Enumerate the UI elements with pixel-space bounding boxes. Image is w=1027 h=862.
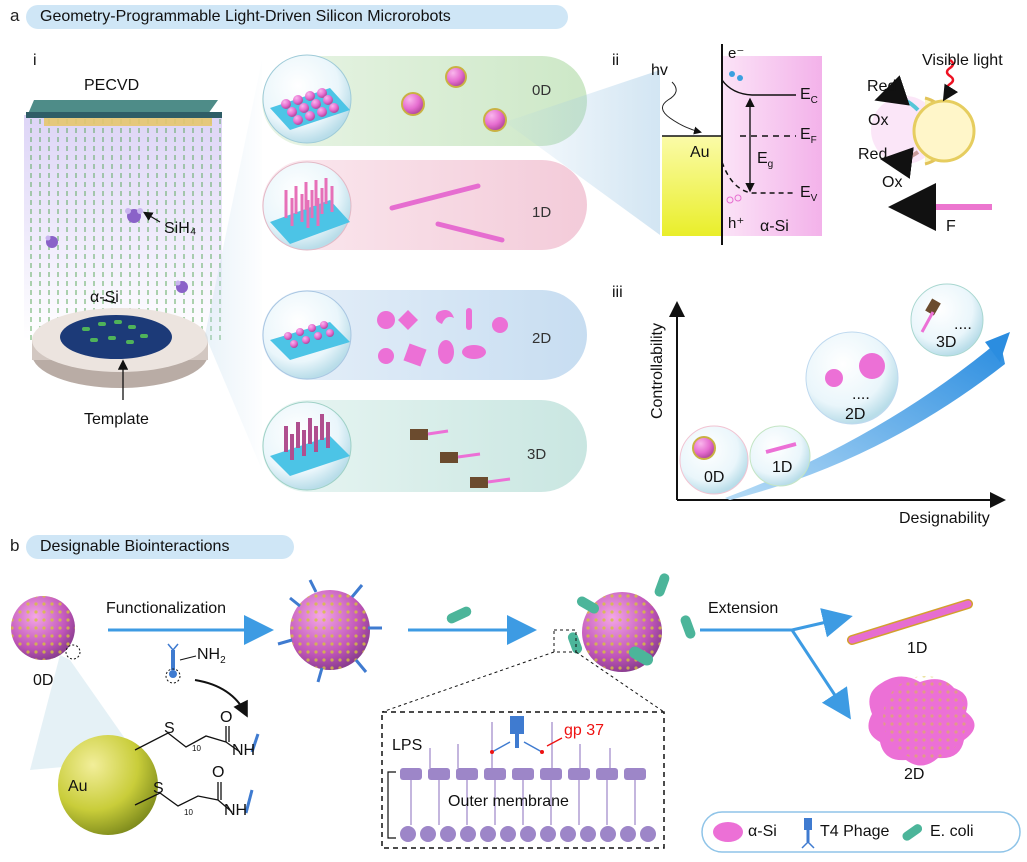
ev-label: EV xyxy=(800,184,818,205)
asi-layer-label: α-Si xyxy=(760,218,789,235)
nh2-label: NH2 xyxy=(197,646,226,667)
red-top-label: Red xyxy=(867,78,897,95)
asi-label: α-Si xyxy=(90,289,119,306)
controllability-plot xyxy=(669,283,1010,508)
chain-length-top: 10 xyxy=(192,744,201,753)
hv-label: hv xyxy=(651,62,668,79)
light-coil-icon xyxy=(942,58,959,102)
ox-top-label: Ox xyxy=(868,112,889,129)
panel-a-title: Geometry-Programmable Light-Driven Silic… xyxy=(40,8,451,25)
panel-b-header xyxy=(26,535,294,559)
functionalization-label: Functionalization xyxy=(106,600,227,617)
biointeraction-schematic xyxy=(11,573,1021,853)
sih4-molecule-icon xyxy=(45,208,188,293)
extension-label: Extension xyxy=(708,600,779,617)
ecoli-icon xyxy=(567,573,696,666)
magnify-beam xyxy=(205,60,262,470)
stage-2d-label: 2D xyxy=(845,406,866,423)
template-label: Template xyxy=(84,411,149,428)
ox-bottom-label: Ox xyxy=(882,174,903,191)
band-label-2d: 2D xyxy=(532,330,552,347)
band-label-0d: 0D xyxy=(532,82,552,99)
stage-2d-ellipsis: .... xyxy=(852,386,870,403)
thiol-s-top: S xyxy=(164,720,175,737)
stage-0d-label: 0D xyxy=(704,469,725,486)
band-label-1d: 1D xyxy=(532,204,552,221)
subpanel-i-label: i xyxy=(33,52,37,69)
stage-1d-label: 1D xyxy=(772,459,793,476)
legend-phage: T4 Phage xyxy=(820,823,890,840)
band-label-3d: 3D xyxy=(527,446,547,463)
carbonyl-o-top: O xyxy=(220,709,233,726)
band-diagram xyxy=(662,44,822,245)
lps-label: LPS xyxy=(392,737,423,754)
outer-membrane xyxy=(387,716,656,842)
thiol-s-bottom: S xyxy=(153,780,164,797)
legend-asi: α-Si xyxy=(748,823,777,840)
amide-nh-top: NH xyxy=(232,742,256,759)
au-surface-label: Au xyxy=(68,778,88,795)
subpanel-iii-label: iii xyxy=(612,284,623,301)
ef-label: EF xyxy=(800,126,817,147)
legend-ecoli: E. coli xyxy=(930,823,974,840)
gp37-label: gp 37 xyxy=(564,722,605,739)
zoom-beam xyxy=(505,70,660,235)
eg-label: Eg xyxy=(757,150,774,171)
electron-label: e⁻ xyxy=(728,45,745,62)
outer-membrane-label: Outer membrane xyxy=(448,793,569,810)
stage-3d-ellipsis: .... xyxy=(954,316,972,333)
ec-label: EC xyxy=(800,86,818,107)
au-label: Au xyxy=(690,144,710,161)
hole-label: h⁺ xyxy=(728,215,745,232)
x-axis-label: Designability xyxy=(899,510,990,527)
asi-blob-icon xyxy=(377,308,508,367)
panel-b-letter: b xyxy=(10,536,20,555)
output-2d-label: 2D xyxy=(904,766,925,783)
panel-a-header xyxy=(26,5,568,29)
red-bottom-label: Red xyxy=(858,146,888,163)
pecvd-label: PECVD xyxy=(84,77,140,94)
subpanel-ii-label: ii xyxy=(612,52,620,69)
panel-b-title: Designable Biointeractions xyxy=(40,538,230,555)
stage-3d-label: 3D xyxy=(936,334,957,351)
carbonyl-o-bottom: O xyxy=(212,764,225,781)
output-1d-label: 1D xyxy=(907,640,928,657)
amide-nh-bottom: NH xyxy=(224,802,248,819)
start-0d-label: 0D xyxy=(33,672,54,689)
chain-length-bottom: 10 xyxy=(184,808,193,817)
t4-phage-icon xyxy=(167,643,179,678)
force-label: F xyxy=(946,218,956,235)
panel-a-letter: a xyxy=(10,6,20,25)
pecvd-illustration xyxy=(24,100,222,400)
light-driven-particle xyxy=(871,58,992,231)
visible-light-label: Visible light xyxy=(922,52,1003,69)
y-axis-label: Controllability xyxy=(649,322,666,420)
sih4-label: SiH₄ xyxy=(164,220,197,237)
dimension-bands xyxy=(262,54,587,492)
